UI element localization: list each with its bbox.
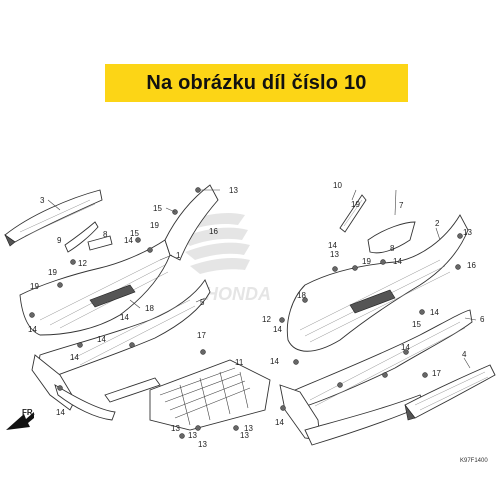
- callout-14m: 14: [275, 418, 284, 427]
- callout-12b: 12: [262, 315, 271, 324]
- callout-13e: 13: [240, 431, 249, 440]
- callout-labels: 3 13 15 19 14 15 16 1 9 8 12 19 19 14 18…: [28, 181, 485, 449]
- callout-15: 15: [153, 204, 162, 213]
- part-9-trim: [64, 221, 113, 253]
- part-4-side-strip: [404, 364, 496, 421]
- callout-13: 13: [229, 186, 238, 195]
- callout-14k: 14: [270, 357, 279, 366]
- callout-14d: 14: [97, 335, 106, 344]
- callout-17b: 17: [432, 369, 441, 378]
- callout-4: 4: [462, 350, 467, 359]
- callout-13b: 13: [171, 424, 180, 433]
- callout-8b: 8: [390, 244, 395, 253]
- callout-12: 12: [78, 259, 87, 268]
- part-5-lower-cover: [31, 279, 211, 421]
- callout-8: 8: [103, 230, 108, 239]
- callout-13h: 13: [463, 228, 472, 237]
- callout-17: 17: [197, 331, 206, 340]
- callout-14e: 14: [70, 353, 79, 362]
- fasteners: [29, 187, 463, 439]
- callout-16b: 16: [467, 261, 476, 270]
- callout-7: 7: [399, 201, 404, 210]
- callout-19b: 19: [48, 268, 57, 277]
- callout-14g: 14: [328, 241, 337, 250]
- callout-15c: 15: [412, 320, 421, 329]
- callout-11: 11: [235, 358, 244, 367]
- callout-19d: 19: [351, 200, 360, 209]
- callout-10: 10: [333, 181, 342, 190]
- title-text: Na obrázku díl číslo 10: [146, 71, 367, 94]
- honda-watermark-text: HONDA: [205, 284, 271, 304]
- callout-13d: 13: [188, 431, 197, 440]
- front-arrow-indicator: FR.: [6, 408, 35, 430]
- part-3-side-strip: [4, 189, 103, 247]
- callout-14b: 14: [28, 325, 37, 334]
- callout-14c: 14: [120, 313, 129, 322]
- callout-5: 5: [200, 298, 205, 307]
- callout-9: 9: [57, 236, 62, 245]
- callout-19c: 19: [30, 282, 39, 291]
- callout-19: 19: [150, 221, 159, 230]
- callout-14h: 14: [393, 257, 402, 266]
- callout-14j: 14: [430, 308, 439, 317]
- part-11-under-cover: [104, 359, 271, 431]
- callout-1: 1: [176, 251, 181, 260]
- front-arrow-label: FR.: [22, 408, 35, 417]
- callout-18: 18: [145, 304, 154, 313]
- callout-19e: 19: [362, 257, 371, 266]
- callout-6: 6: [480, 315, 485, 324]
- callout-14i: 14: [273, 325, 282, 334]
- callout-13c: 13: [244, 424, 253, 433]
- callout-16: 16: [209, 227, 218, 236]
- left-floor-panel: [19, 184, 219, 336]
- callout-2: 2: [435, 219, 440, 228]
- callout-3: 3: [40, 196, 45, 205]
- leader-lines: [47, 189, 477, 369]
- part-7-panel: [367, 221, 416, 254]
- title-banner: Na obrázku díl číslo 10: [105, 64, 408, 102]
- diagram-ref-code: K97F1400: [460, 458, 488, 464]
- part-10-cover: [339, 194, 367, 233]
- callout-13g: 13: [330, 250, 339, 259]
- callout-15b: 15: [130, 229, 139, 238]
- callout-14: 14: [124, 236, 133, 245]
- callout-18b: 18: [297, 291, 306, 300]
- callout-14l: 14: [401, 343, 410, 352]
- right-floor-panel: [286, 214, 469, 352]
- callout-14f: 14: [56, 408, 65, 417]
- callout-13f: 13: [198, 440, 207, 449]
